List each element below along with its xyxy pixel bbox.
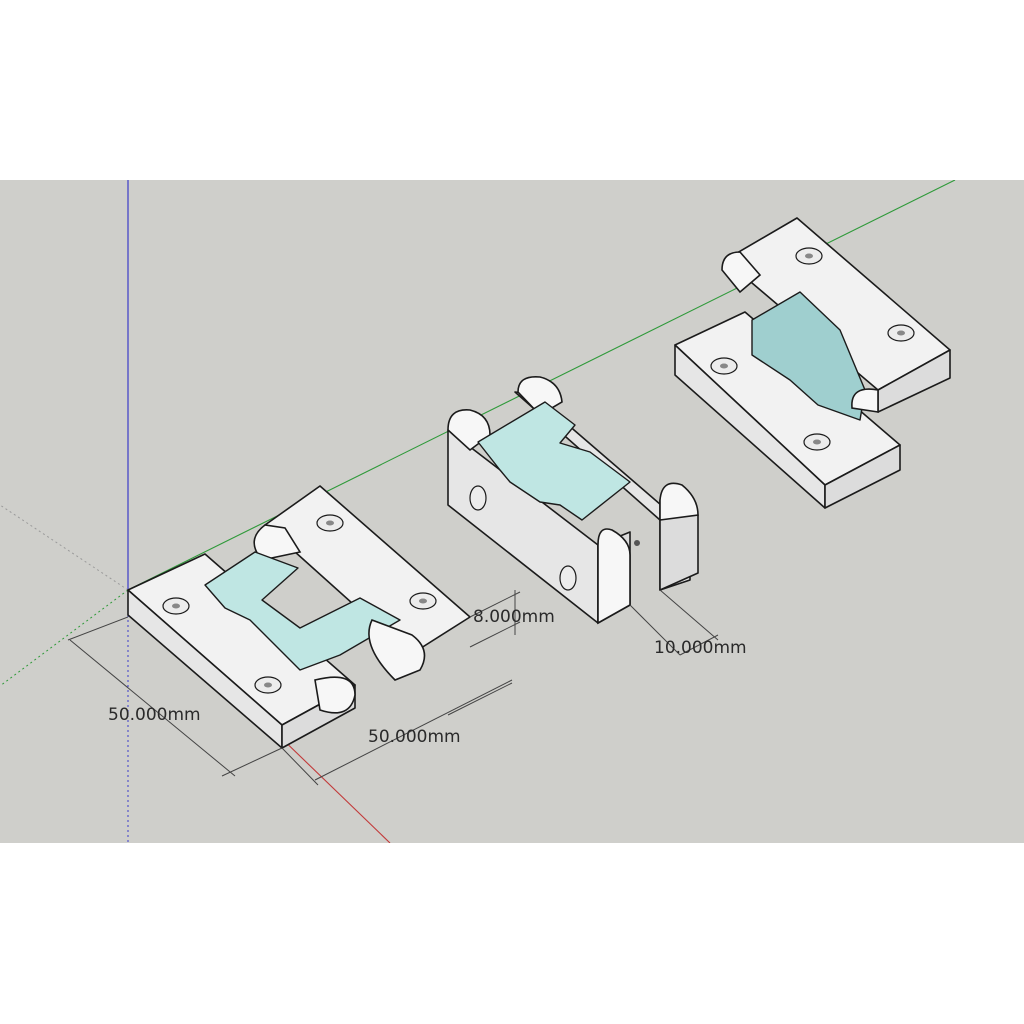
top-left-knuckle xyxy=(447,409,491,452)
folded-knuckle-end xyxy=(851,388,879,413)
hinge-flat-open[interactable] xyxy=(127,485,471,749)
bottom-leaf-end xyxy=(824,444,901,509)
screw-holes xyxy=(469,485,640,591)
green-axis-hidden xyxy=(0,589,129,687)
screw-holes xyxy=(710,247,915,451)
upright-cut-area xyxy=(477,401,631,521)
front-knuckle-end xyxy=(314,676,356,714)
knuckle-cut-area xyxy=(204,551,401,671)
dim-label-width-left: 50.000mm xyxy=(108,705,201,725)
hinge-folded[interactable] xyxy=(674,217,951,509)
folded-cut-area xyxy=(751,291,866,421)
screw-holes xyxy=(162,514,437,694)
dimension-lines xyxy=(67,589,719,786)
dim-label-width-bottom: 50.000mm xyxy=(368,727,461,747)
hinge-scene: 50.000mm 50.000mm 8.000mm 10.000mm xyxy=(0,180,956,843)
hinge-upright[interactable] xyxy=(447,375,699,625)
dim-label-gap: 10.000mm xyxy=(654,638,747,658)
folded-knuckle-top xyxy=(721,251,762,294)
screw-hole-icon xyxy=(559,565,577,591)
red-axis-hidden xyxy=(0,504,129,591)
right-knuckle xyxy=(368,618,426,681)
front-knuckle-right xyxy=(659,482,699,521)
back-knuckle xyxy=(253,524,302,561)
top-right-knuckle xyxy=(517,375,563,417)
dim-label-thickness: 8.000mm xyxy=(473,607,555,627)
model-viewport[interactable]: 50.000mm 50.000mm 8.000mm 10.000mm xyxy=(0,180,1024,843)
front-knuckle-left xyxy=(597,528,631,625)
screw-hole-icon xyxy=(469,485,487,511)
